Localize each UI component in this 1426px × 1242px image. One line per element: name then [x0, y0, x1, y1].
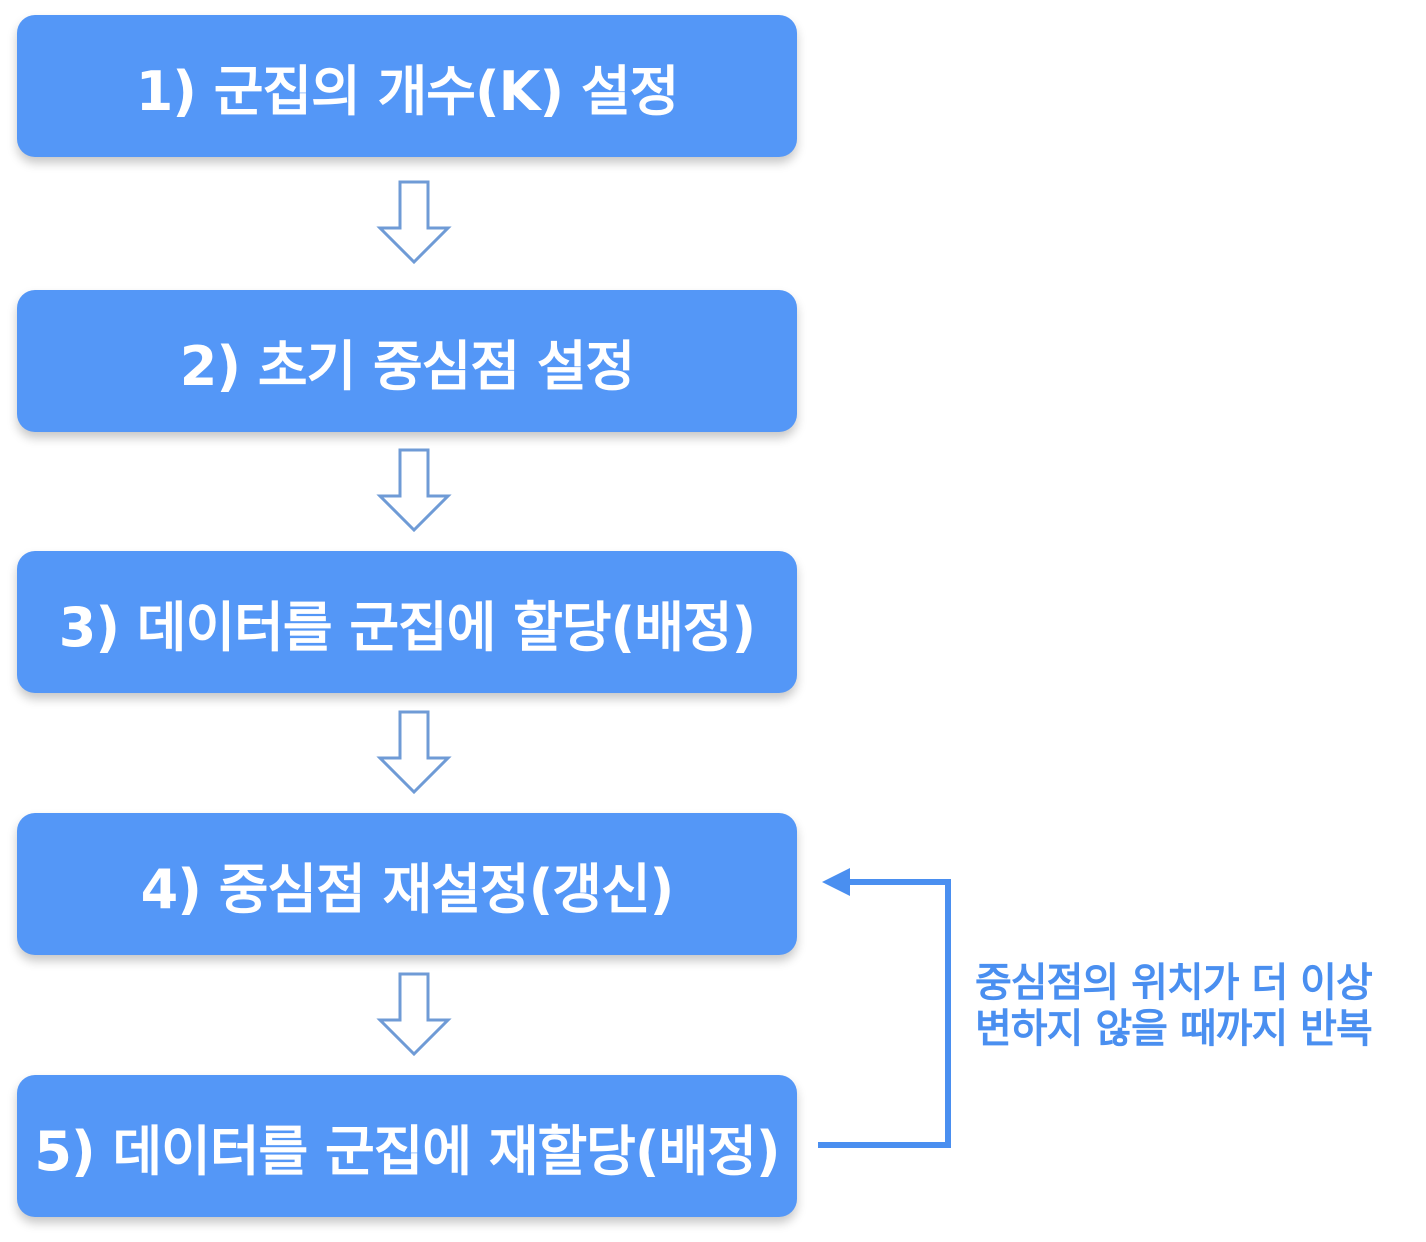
loop-condition-label: 중심점의 위치가 더 이상 변하지 않을 때까지 반복: [975, 960, 1405, 1052]
step-5-reassign-box: 5) 데이터를 군집에 재할당(배정): [17, 1075, 797, 1217]
step-1-set-k-box: 1) 군집의 개수(K) 설정: [17, 15, 797, 157]
step-3-assign-box: 3) 데이터를 군집에 할당(배정): [17, 551, 797, 693]
loop-condition-line-2: 변하지 않을 때까지 반복: [975, 1006, 1373, 1052]
loop-condition-line-1: 중심점의 위치가 더 이상: [975, 960, 1373, 1006]
down-arrow-icon: [376, 972, 452, 1056]
step-4-update-centroid-box: 4) 중심점 재설정(갱신): [17, 813, 797, 955]
down-arrow-icon: [376, 710, 452, 794]
down-arrow-icon: [376, 448, 452, 532]
down-arrow-icon: [376, 180, 452, 264]
step-2-initial-centroid-box: 2) 초기 중심점 설정: [17, 290, 797, 432]
